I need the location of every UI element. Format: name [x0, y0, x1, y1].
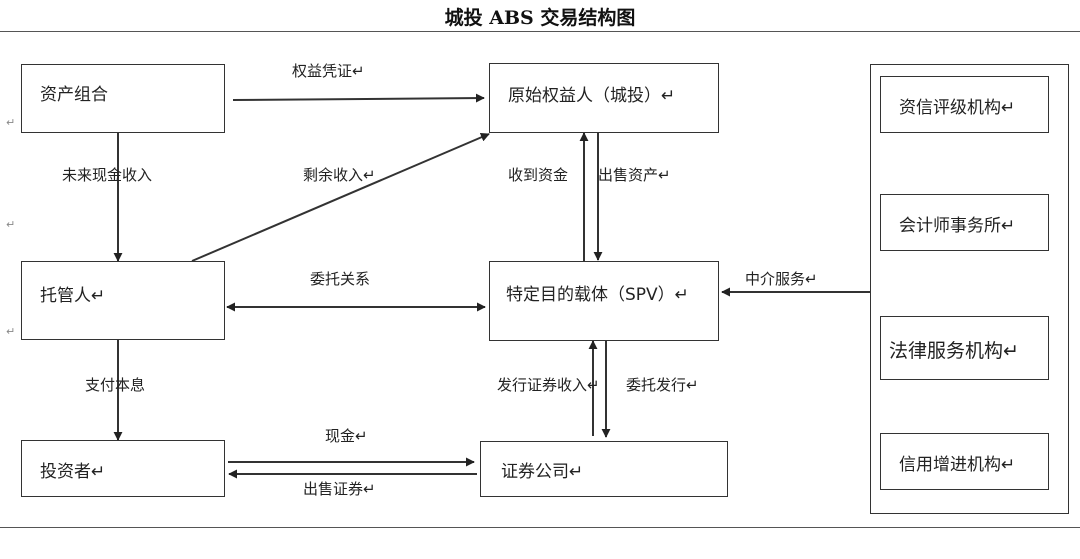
intermediary-label: 资信评级机构↵ — [899, 98, 1016, 118]
edge-label-issue-proceeds: 发行证券收入↵ — [497, 376, 600, 394]
node-label: 资产组合 — [40, 85, 108, 105]
edge-label-cash: 现金↵ — [325, 427, 368, 445]
diagram-title: 城投 ABS 交易结构图 — [444, 7, 636, 29]
edge-label-receive-funds: 收到资金 — [508, 166, 569, 184]
edge-label-intermediary-service: 中介服务↵ — [745, 270, 818, 288]
edge-label-future-cash: 未来现金收入 — [62, 166, 153, 184]
node-spv: 特定目的载体（SPV）↵ — [489, 261, 719, 341]
arrow-equity-certificate — [232, 93, 485, 103]
edge-label-pay-principal: 支付本息 — [85, 376, 146, 394]
margin-mark: ↵ — [6, 116, 16, 129]
edge-label-sell-securities: 出售证券↵ — [303, 480, 376, 498]
intermediary-label: 法律服务机构↵ — [889, 340, 1019, 362]
bottom-rule — [0, 527, 1080, 528]
node-label: 证券公司↵ — [501, 462, 584, 482]
node-originator: 原始权益人（城投）↵ — [489, 63, 719, 133]
node-investor: 投资者↵ — [21, 440, 225, 497]
node-custodian: 托管人↵ — [21, 261, 225, 340]
node-label: 原始权益人（城投）↵ — [508, 86, 676, 106]
edge-label-equity-certificate: 权益凭证↵ — [292, 62, 365, 80]
intermediary-legal-services: 法律服务机构↵ — [880, 316, 1049, 380]
arrow-residual-income — [191, 133, 490, 262]
top-rule — [0, 31, 1080, 32]
node-label: 特定目的载体（SPV）↵ — [506, 285, 689, 305]
intermediary-accounting-firm: 会计师事务所↵ — [880, 194, 1049, 251]
node-securities-firm: 证券公司↵ — [480, 441, 728, 497]
intermediary-label: 信用增进机构↵ — [899, 455, 1016, 475]
intermediary-label: 会计师事务所↵ — [899, 216, 1016, 236]
intermediary-credit-enhancement: 信用增进机构↵ — [880, 433, 1049, 490]
margin-mark: ↵ — [6, 325, 16, 338]
node-label: 投资者↵ — [40, 462, 106, 482]
edge-label-trust-relation: 委托关系 — [310, 270, 371, 288]
margin-mark: ↵ — [6, 218, 16, 231]
edge-label-entrust-issue: 委托发行↵ — [626, 376, 699, 394]
intermediary-rating-agency: 资信评级机构↵ — [880, 76, 1049, 133]
node-label: 托管人↵ — [40, 286, 106, 306]
edge-label-sell-assets: 出售资产↵ — [598, 166, 671, 184]
edge-label-residual-income: 剩余收入↵ — [303, 166, 376, 184]
node-asset-pool: 资产组合 — [21, 64, 225, 133]
